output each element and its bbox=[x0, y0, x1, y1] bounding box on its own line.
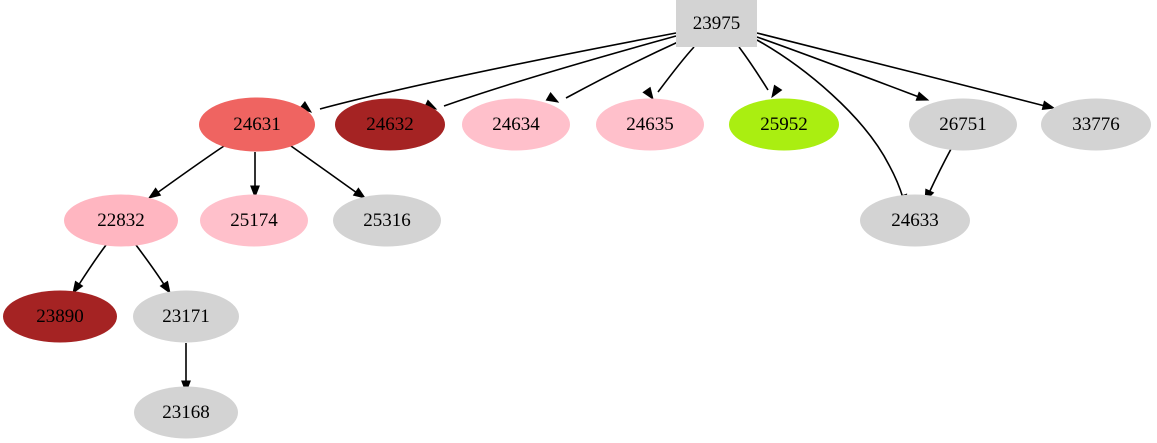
nodes-layer: 23975 24631 24632 24634 24635 25952 26751 33776… bbox=[3, 0, 1151, 439]
node-shape[interactable] bbox=[729, 98, 839, 151]
graph-node-24635[interactable]: 24635 bbox=[596, 98, 704, 151]
node-shape[interactable] bbox=[333, 194, 441, 247]
edge-23975-to-25952 bbox=[738, 46, 783, 99]
arrowhead-icon bbox=[250, 185, 260, 199]
arrowhead-icon bbox=[352, 187, 367, 199]
graph-node-23171[interactable]: 23171 bbox=[133, 290, 239, 343]
edge-22832-to-23890 bbox=[72, 244, 107, 295]
edge-22832-to-23171 bbox=[135, 244, 171, 295]
node-shape[interactable] bbox=[134, 386, 238, 439]
graph-node-24633[interactable]: 24633 bbox=[860, 194, 970, 247]
arrowhead-icon bbox=[915, 91, 930, 101]
edge-line bbox=[443, 35, 677, 107]
node-shape[interactable] bbox=[676, 0, 757, 47]
arrowhead-icon bbox=[147, 187, 162, 199]
graph-node-23890[interactable]: 23890 bbox=[3, 290, 117, 343]
edge-line bbox=[756, 32, 1046, 107]
node-shape[interactable] bbox=[596, 98, 704, 151]
node-shape[interactable] bbox=[335, 98, 445, 151]
graph-node-25316[interactable]: 25316 bbox=[333, 194, 441, 247]
arrowhead-icon bbox=[545, 91, 560, 103]
edge-line bbox=[77, 244, 107, 287]
edge-line bbox=[928, 148, 952, 194]
edge-23975-to-24635 bbox=[642, 46, 695, 101]
arrowhead-icon bbox=[1041, 100, 1056, 110]
node-shape[interactable] bbox=[199, 97, 315, 152]
edge-26751-to-24633 bbox=[924, 148, 952, 203]
edge-line bbox=[738, 46, 769, 91]
edge-line bbox=[756, 36, 920, 98]
node-shape[interactable] bbox=[860, 194, 970, 247]
graph-node-24632[interactable]: 24632 bbox=[335, 98, 445, 151]
node-shape[interactable] bbox=[462, 98, 570, 151]
graph-node-24634[interactable]: 24634 bbox=[462, 98, 570, 151]
edge-line bbox=[319, 32, 677, 110]
edge-line bbox=[565, 41, 679, 99]
graph-node-33776[interactable]: 33776 bbox=[1041, 98, 1151, 151]
node-shape[interactable] bbox=[133, 290, 239, 343]
node-shape[interactable] bbox=[200, 194, 308, 247]
edge-23975-to-33776 bbox=[756, 32, 1056, 110]
graph-node-25174[interactable]: 25174 bbox=[200, 194, 308, 247]
edges-layer bbox=[72, 32, 1056, 394]
edge-line bbox=[135, 244, 166, 287]
graph-node-24631[interactable]: 24631 bbox=[199, 97, 315, 152]
graph-node-23975[interactable]: 23975 bbox=[676, 0, 757, 47]
edge-line bbox=[657, 46, 695, 93]
arrowhead-icon bbox=[72, 280, 84, 295]
graph-node-26751[interactable]: 26751 bbox=[909, 98, 1017, 151]
node-shape[interactable] bbox=[1041, 98, 1151, 151]
edge-23975-to-26751 bbox=[756, 36, 930, 101]
node-shape[interactable] bbox=[64, 194, 178, 247]
edge-line bbox=[156, 145, 225, 194]
node-shape[interactable] bbox=[3, 290, 117, 343]
arrowhead-icon bbox=[159, 280, 171, 295]
graph-node-23168[interactable]: 23168 bbox=[134, 386, 238, 439]
arrowhead-icon bbox=[642, 86, 654, 101]
edge-24631-to-25316 bbox=[290, 145, 367, 199]
arrowhead-icon bbox=[771, 84, 783, 99]
graph-node-22832[interactable]: 22832 bbox=[64, 194, 178, 247]
edge-line bbox=[290, 145, 358, 194]
edge-line bbox=[756, 39, 904, 199]
node-shape[interactable] bbox=[909, 98, 1017, 151]
edge-24631-to-22832 bbox=[147, 145, 225, 199]
graph-node-25952[interactable]: 25952 bbox=[729, 98, 839, 151]
edge-24631-to-25174 bbox=[250, 152, 260, 199]
edge-23975-to-24634 bbox=[545, 41, 679, 103]
edge-23171-to-23168 bbox=[181, 343, 191, 394]
